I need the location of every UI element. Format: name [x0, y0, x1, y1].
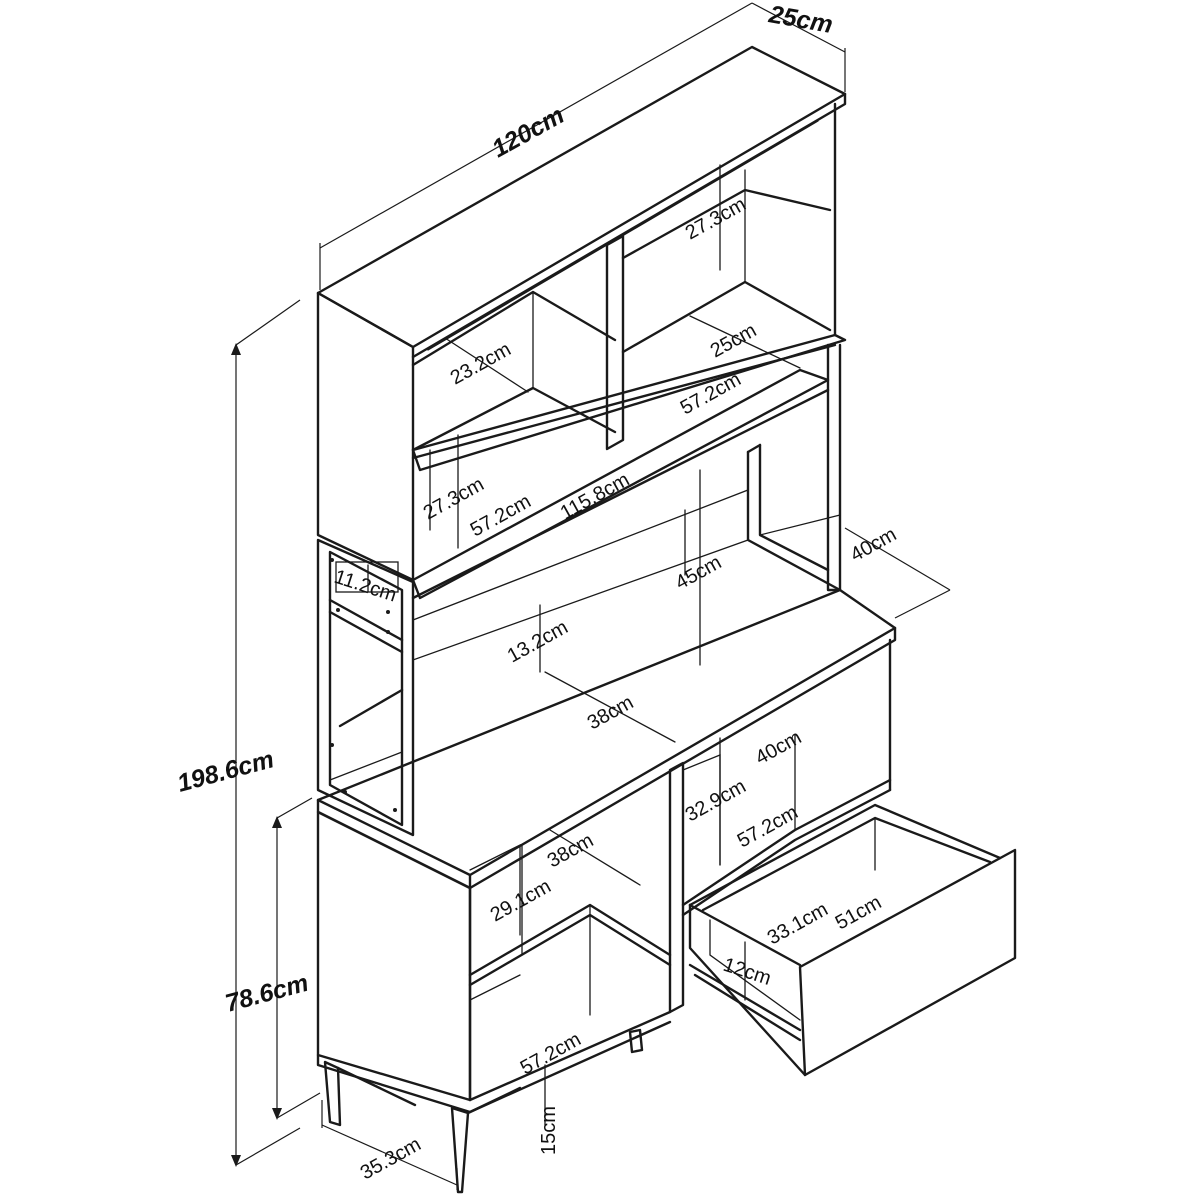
label-drawer-inner-width: 51cm	[832, 891, 885, 934]
upper-hutch	[316, 45, 847, 661]
label-shelf-top-right-depth: 25cm	[707, 319, 760, 362]
left-frame	[316, 538, 415, 837]
label-height-total: 198.6cm	[174, 745, 277, 798]
label-counter-depth: 40cm	[847, 523, 900, 566]
label-right-niche-height: 32.9cm	[682, 775, 750, 826]
measure-arrows	[367, 164, 801, 1126]
label-drawer-height: 12cm	[720, 954, 773, 990]
dimension-labels: 120cm 25cm 198.6cm 78.6cm 27.3cm 23.2cm …	[174, 0, 900, 1184]
label-left-cab-depth: 38cm	[544, 829, 597, 872]
label-depth-top: 25cm	[766, 0, 835, 39]
label-leg-height: 15cm	[538, 1106, 560, 1155]
label-left-cab-height: 29.1cm	[487, 875, 555, 926]
lower-cabinet	[316, 588, 897, 1194]
label-drawer-inner-depth: 33.1cm	[764, 898, 832, 949]
label-right-niche-depth: 40cm	[752, 726, 805, 769]
label-right-niche-width: 57.2cm	[734, 801, 802, 852]
label-base-depth: 35.3cm	[357, 1133, 425, 1184]
label-width-total: 120cm	[487, 101, 569, 163]
dimension-lines	[231, 2, 951, 1190]
label-shelf-top-right-height: 27.3cm	[682, 193, 750, 244]
drawer	[688, 803, 1017, 1077]
